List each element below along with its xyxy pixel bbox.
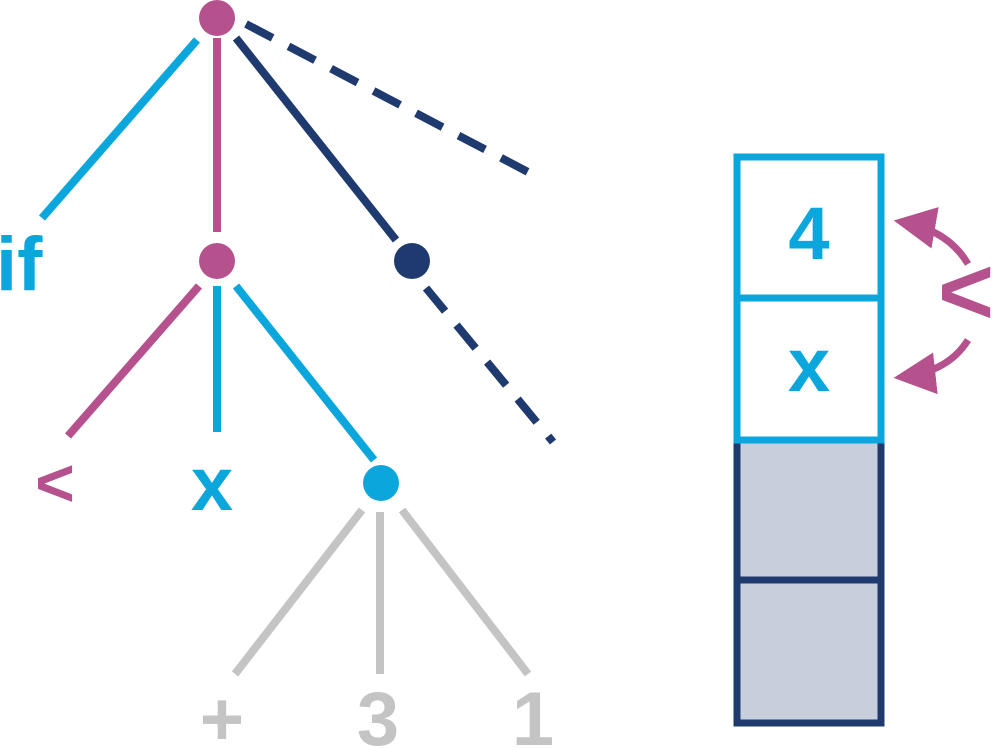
edge-navy-dashed xyxy=(422,285,557,445)
stack-value-second: x xyxy=(788,323,830,408)
arrow-to-top-icon xyxy=(893,207,972,266)
arrow-to-second-icon xyxy=(893,338,971,395)
operator-less-than: < xyxy=(938,238,994,345)
label-x-leaf: x xyxy=(191,442,233,527)
inner-node xyxy=(199,243,235,279)
edge-root-if xyxy=(38,37,201,221)
stack-operator: < xyxy=(893,207,994,395)
tree-edges xyxy=(38,20,557,677)
stack-cell-empty-2 xyxy=(733,576,885,727)
label-plus: + xyxy=(200,677,244,748)
label-three: 3 xyxy=(357,677,399,748)
edge-root-dashed xyxy=(244,20,530,176)
stack-cell-empty-1 xyxy=(733,436,885,584)
edge-sub-plus xyxy=(231,507,366,677)
edge-sub-one xyxy=(398,507,532,677)
tree-nodes xyxy=(199,0,430,501)
edge-inner-lt xyxy=(64,283,203,439)
stack-cell-top xyxy=(733,153,885,302)
label-if: if xyxy=(0,222,43,307)
root-node xyxy=(199,0,235,36)
sub-node xyxy=(363,465,399,501)
navy-node xyxy=(394,243,430,279)
stack-value-top: 4 xyxy=(788,192,829,275)
tree-labels: if < x + 3 1 xyxy=(0,222,554,748)
stack: 4 x xyxy=(733,153,885,727)
stack-cell-second xyxy=(733,294,885,444)
edge-root-navy-node xyxy=(232,35,400,243)
label-one: 1 xyxy=(512,677,554,748)
edge-inner-sub xyxy=(232,283,378,463)
label-less-than: < xyxy=(35,445,75,521)
